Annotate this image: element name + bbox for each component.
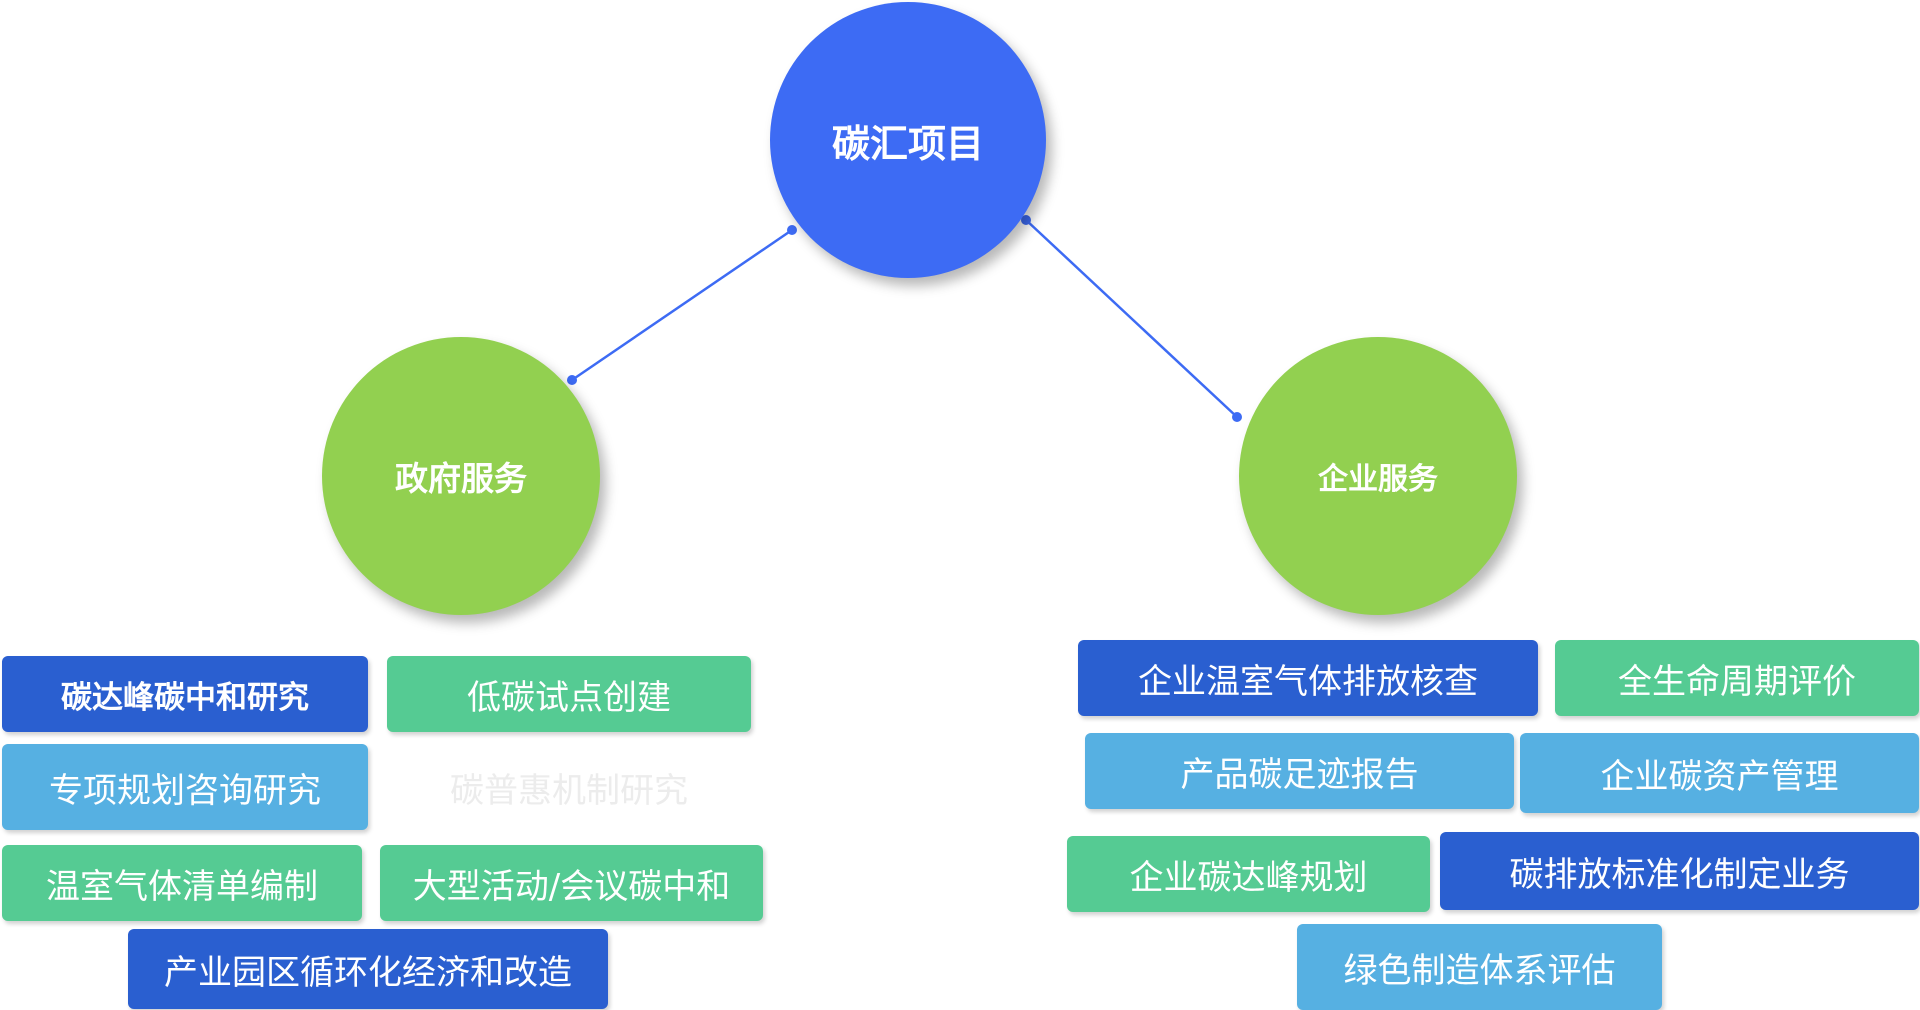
ent-item-lifecycle: 全生命周期评价 xyxy=(1555,640,1919,716)
connector-dot xyxy=(1021,215,1031,225)
enterprise-label: 企业服务 xyxy=(1318,462,1438,497)
gov-item-low-carbon-pilot: 低碳试点创建 xyxy=(387,656,751,732)
connector-dot xyxy=(1232,412,1242,422)
root-label: 碳汇项目 xyxy=(831,121,984,166)
connector-dot xyxy=(567,375,577,385)
ent-item-carbon-peak-plan: 企业碳达峰规划 xyxy=(1067,836,1430,912)
ent-item-standardization: 碳排放标准化制定业务 xyxy=(1440,832,1919,910)
government-node: 政府服务 xyxy=(322,337,600,615)
root-node: 碳汇项目 xyxy=(770,2,1046,278)
gov-item-ghg-inventory: 温室气体清单编制 xyxy=(2,845,362,921)
gov-item-special-planning: 专项规划咨询研究 xyxy=(2,744,368,830)
connector-root-enterprise xyxy=(1025,219,1238,418)
gov-item-event-neutral: 大型活动/会议碳中和 xyxy=(380,845,763,921)
gov-item-carbon-peak-research: 碳达峰碳中和研究 xyxy=(2,656,368,732)
ent-item-green-manufacturing: 绿色制造体系评估 xyxy=(1297,924,1662,1010)
enterprise-node: 企业服务 xyxy=(1239,337,1517,615)
ent-item-product-footprint: 产品碳足迹报告 xyxy=(1085,733,1514,809)
ent-item-carbon-asset: 企业碳资产管理 xyxy=(1520,733,1919,813)
gov-item-industrial-park: 产业园区循环化经济和改造 xyxy=(128,929,608,1009)
government-label: 政府服务 xyxy=(395,459,527,498)
connector-dot xyxy=(787,225,797,235)
gov-item-carbon-inclusion: 碳普惠机制研究 xyxy=(450,770,688,811)
connector-root-government xyxy=(571,228,793,382)
ent-item-ghg-verification: 企业温室气体排放核查 xyxy=(1078,640,1538,716)
